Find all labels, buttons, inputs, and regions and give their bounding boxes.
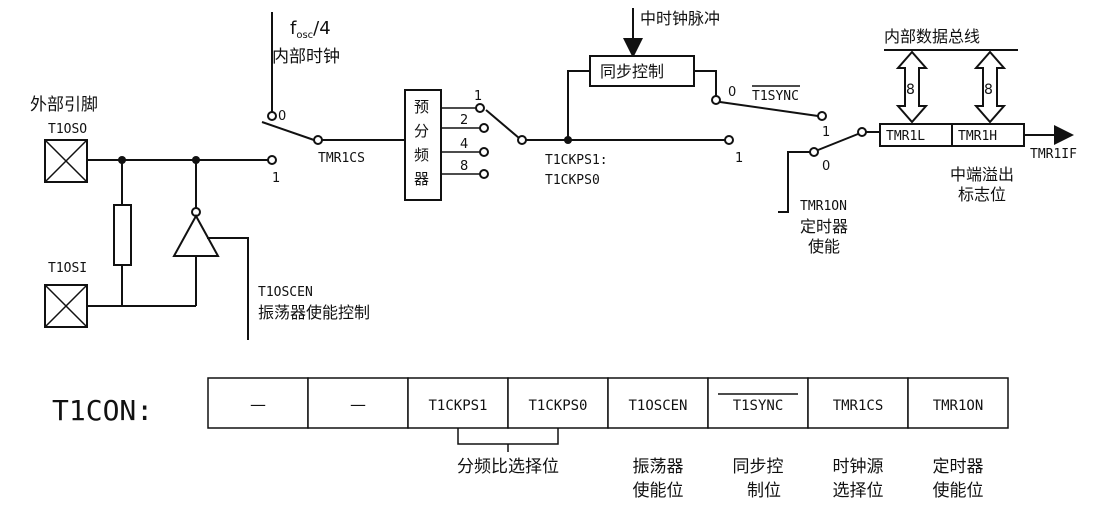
- oscillator-section: 外部引脚 T1OSO T1OSI T1OSCEN 振荡: [30, 95, 370, 340]
- internal-clock-label: 内部时钟: [272, 47, 340, 67]
- fosc-label: fosc/4: [290, 18, 331, 41]
- bus-arrow-left-icon: [895, 50, 929, 124]
- on-desc-2: 使能位: [933, 480, 984, 501]
- t1con-bit-1: TMR1CS: [833, 398, 884, 414]
- sync-ctrl-label: 同步控制: [600, 62, 664, 81]
- t1con-bit-6: —: [350, 395, 366, 414]
- mid-clock-pulse-label: 中时钟脉冲: [640, 9, 720, 28]
- prescale-tap-label: 1: [474, 89, 482, 104]
- ext-pin-label: 外部引脚: [30, 95, 98, 115]
- tmr1cs-switch: fosc/4 内部时钟 0 1 TMR1CS: [261, 12, 405, 186]
- oscen-desc-2: 使能位: [633, 480, 684, 501]
- tmr1l-label: TMR1L: [886, 129, 925, 144]
- sync-control-block: 中时钟脉冲 同步控制 0 T1SYNC 1 1: [567, 8, 830, 166]
- tmr1if-label: TMR1IF: [1030, 147, 1077, 162]
- bus-arrow-right-icon: [973, 50, 1007, 124]
- prescaler-char: 器: [414, 170, 429, 188]
- t1con-bit-0: TMR1ON: [933, 398, 984, 414]
- cs-desc-2: 选择位: [833, 481, 884, 501]
- t1oso-label: T1OSO: [48, 122, 87, 137]
- sync-desc-1: 同步控: [733, 457, 784, 477]
- t1con-bit-3: T1OSCEN: [628, 398, 687, 414]
- oscen-desc-1: 振荡器: [633, 457, 684, 477]
- t1con-bit-5: T1CKPS1: [428, 398, 487, 414]
- prescale-tap-label: 4: [460, 137, 468, 152]
- ckps-desc: 分频比选择位: [457, 457, 559, 477]
- switch-pos-1: 1: [822, 125, 830, 140]
- prescaler-char: 频: [414, 146, 429, 164]
- bus-width-label: 8: [906, 82, 915, 98]
- prescaler-block: 预 分 频 器 1 2 4 8 T1CKPS1: T1CKPS0: [404, 89, 734, 201]
- switch-pos-0: 0: [278, 109, 286, 124]
- prescaler-char: 预: [414, 98, 429, 116]
- tmr1h-label: TMR1H: [958, 129, 997, 144]
- t1osi-label: T1OSI: [48, 261, 87, 276]
- tmr1-register-block: 内部数据总线 8 8 TMR1L TMR1H TMR1IF 中端溢出 标志位 0…: [0, 0, 1077, 256]
- switch-pos-0: 0: [728, 85, 736, 100]
- cs-desc-1: 时钟源: [833, 457, 884, 477]
- switch-pos-1: 1: [735, 151, 743, 166]
- inverter-amplifier-icon: [172, 213, 220, 257]
- prescale-tap-label: 8: [460, 159, 468, 174]
- t1con-bit-4: T1CKPS0: [528, 398, 587, 414]
- t1osi-pin-icon: [44, 284, 88, 328]
- timer-enable-label-1: 定时器: [800, 217, 848, 236]
- timer-enable-label-2: 使能: [808, 237, 840, 256]
- interrupt-flag-label-1: 中端溢出: [950, 165, 1014, 184]
- t1con-bit-2: T1SYNC: [733, 398, 784, 414]
- t1oscen-label: T1OSCEN: [258, 285, 313, 300]
- t1con-register: T1CON: — — T1CKPS1 T1CKPS0 T1OSCEN T1SYN…: [52, 377, 1009, 501]
- bus-width-label: 8: [984, 82, 993, 98]
- on-desc-1: 定时器: [933, 457, 984, 477]
- prescaler-char: 分: [414, 122, 429, 140]
- sync-desc-2: 制位: [747, 481, 781, 501]
- t1sync-label: T1SYNC: [752, 89, 799, 104]
- t1ckps-label: T1CKPS1:: [545, 153, 608, 168]
- switch-pos-0: 0: [822, 159, 830, 174]
- osc-enable-ctrl-label: 振荡器使能控制: [258, 303, 370, 322]
- t1oso-pin-icon: [44, 139, 88, 183]
- switch-pos-1: 1: [272, 171, 280, 186]
- t1con-label: T1CON:: [52, 394, 153, 427]
- t1ckps-label-2: T1CKPS0: [545, 173, 600, 188]
- switch-pos-1: 1: [0, 0, 1, 1]
- tmr1on-label: TMR1ON: [800, 199, 847, 214]
- prescale-tap-label: 2: [460, 113, 468, 128]
- tmr1cs-label: TMR1CS: [318, 151, 365, 166]
- internal-bus-label: 内部数据总线: [884, 27, 980, 46]
- t1con-bit-7: —: [250, 395, 266, 414]
- resistor-icon: [113, 204, 132, 266]
- interrupt-flag-label-2: 标志位: [958, 185, 1006, 204]
